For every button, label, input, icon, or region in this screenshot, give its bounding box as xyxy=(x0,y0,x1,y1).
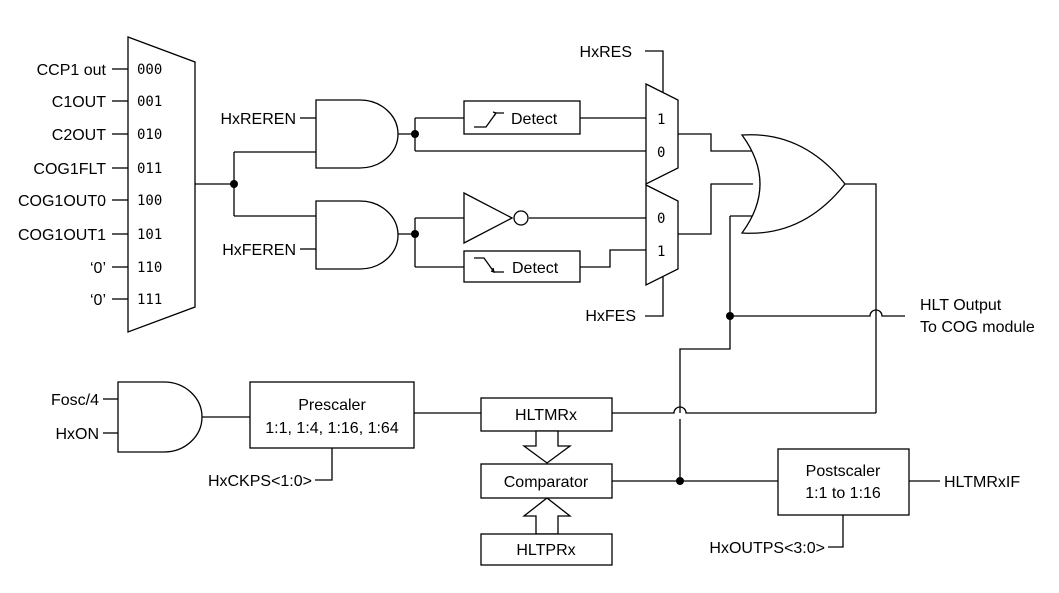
mux-code-3: 011 xyxy=(137,161,162,177)
period-to-comparator-arrow xyxy=(522,497,572,535)
prescaler-box xyxy=(249,381,415,449)
postscaler-select-wire xyxy=(828,515,844,548)
falling-detect-label: Detect xyxy=(512,260,559,277)
mux-input-label-3: COG1FLT xyxy=(33,161,106,178)
mux-input-lines xyxy=(112,68,128,300)
mux-code-1: 001 xyxy=(137,94,162,110)
mux-input-label-7: ‘0’ xyxy=(90,292,106,309)
enable-label: HxON xyxy=(55,426,99,443)
period-label: HLTPRx xyxy=(516,542,575,559)
postscaler-select-label: HxOUTPS<3:0> xyxy=(709,540,825,557)
postscaler-ratios: 1:1 to 1:16 xyxy=(805,485,881,502)
timer-label: HLTMRx xyxy=(515,407,577,424)
mux-input-label-1: C1OUT xyxy=(52,94,106,111)
mux-to-or-wires xyxy=(678,133,760,235)
falling-edge-icon-arrow xyxy=(490,267,495,273)
hlt-output-wire xyxy=(730,309,905,317)
output-label-line2: To COG module xyxy=(920,319,1035,336)
mux-input-label-0: CCP1 out xyxy=(37,62,107,79)
reset-feedback-wire xyxy=(679,216,731,413)
mux-output-wire xyxy=(195,151,316,217)
rising-select-mux xyxy=(645,82,679,186)
output-label-line1: HLT Output xyxy=(920,297,1002,314)
falling-and-gate xyxy=(315,200,399,270)
prescaler-ratios: 1:1, 1:4, 1:16, 1:64 xyxy=(265,420,399,437)
junction-dot xyxy=(411,130,419,138)
rising-detect-label: Detect xyxy=(511,111,558,128)
junction-dot xyxy=(230,180,238,188)
rising-select-label: HxRES xyxy=(580,44,632,61)
mux-code-2: 010 xyxy=(137,127,162,143)
falling-enable-label: HxFEREN xyxy=(222,242,296,259)
timer-output-wire xyxy=(612,406,876,414)
rising-edge-detect-box xyxy=(463,100,581,135)
falling-select-label: HxFES xyxy=(585,308,636,325)
lower-mux-in-1: 1 xyxy=(657,244,665,260)
mux-code-0: 000 xyxy=(137,62,162,78)
mux-input-label-6: ‘0’ xyxy=(90,260,106,277)
rising-select-wire xyxy=(645,50,664,92)
or-gate xyxy=(740,134,846,234)
input-select-mux xyxy=(127,36,196,333)
prescaler-select-wire xyxy=(315,448,333,481)
mux-input-label-2: C2OUT xyxy=(52,127,106,144)
timer-register-box xyxy=(480,397,613,432)
interrupt-flag-label: HLTMRxIF xyxy=(944,474,1020,491)
upper-mux-in-1: 1 xyxy=(657,112,665,128)
timer-to-comparator-arrow xyxy=(522,430,572,464)
junction-dot xyxy=(411,230,419,238)
rising-and-gate xyxy=(315,99,399,169)
mux-code-7: 111 xyxy=(137,292,162,308)
falling-edge-detect-box xyxy=(463,250,581,283)
mux-input-label-4: COG1OUT0 xyxy=(18,193,106,210)
postscaler-box xyxy=(777,448,910,516)
period-register-box xyxy=(480,533,613,566)
mux-code-5: 101 xyxy=(137,227,162,243)
prescaler-title: Prescaler xyxy=(298,397,366,414)
falling-select-wire xyxy=(645,277,664,317)
postscaler-title: Postscaler xyxy=(806,463,881,480)
falling-edge-icon xyxy=(474,257,504,273)
falling-path-wires xyxy=(398,217,646,268)
junction-dot xyxy=(676,477,684,485)
rising-edge-icon-arrow xyxy=(492,111,498,117)
inverter-bubble xyxy=(513,210,529,226)
mux-code-6: 110 xyxy=(137,260,162,276)
clock-and-gate xyxy=(117,381,203,453)
comparator-box xyxy=(480,463,613,499)
or-output-wire xyxy=(845,183,877,413)
comparator-label: Comparator xyxy=(504,474,589,491)
mux-input-label-5: COG1OUT1 xyxy=(18,227,106,244)
rising-enable-label: HxREREN xyxy=(220,111,296,128)
mux-code-4: 100 xyxy=(137,193,162,209)
rising-edge-icon xyxy=(474,112,504,128)
inverter-buffer xyxy=(463,191,514,245)
clock-label: Fosc/4 xyxy=(51,392,99,409)
upper-mux-in-0: 0 xyxy=(657,145,665,161)
falling-select-mux xyxy=(645,183,679,287)
prescaler-select-label: HxCKPS<1:0> xyxy=(208,473,312,490)
lower-mux-in-0: 0 xyxy=(657,211,665,227)
